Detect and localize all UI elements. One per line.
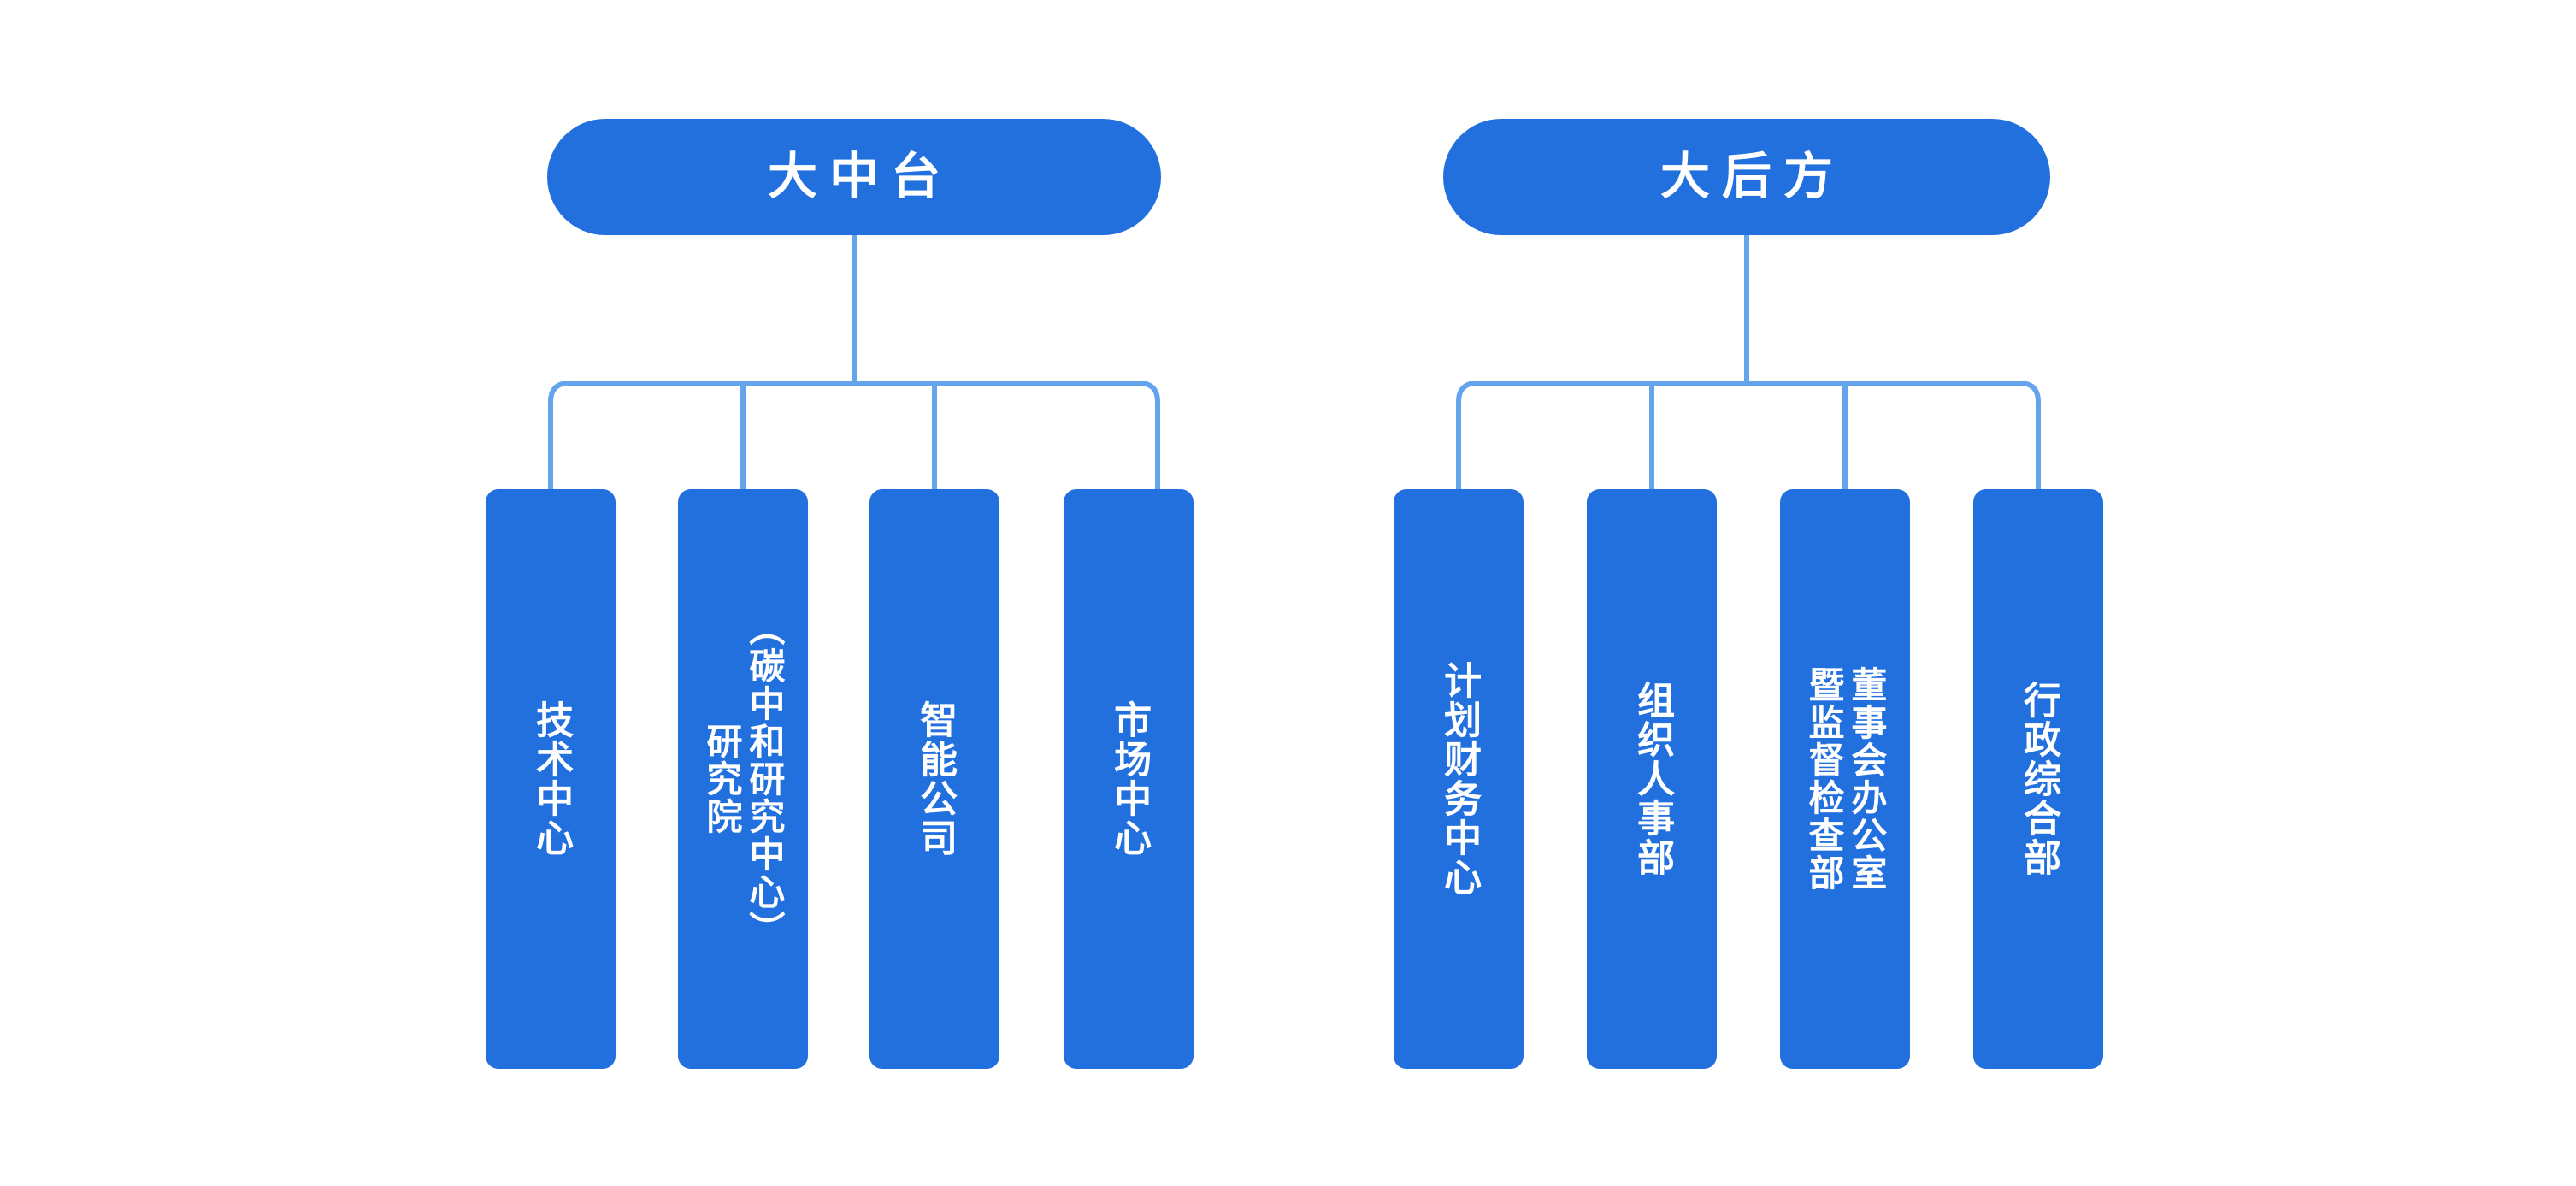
org-group-right: 大后方 计划财务中心 组织人事部 董事会办公室 暨监督检查部 行政综合部 [1291, 0, 2576, 1186]
child-node-technology-center[interactable]: 技术中心 [486, 489, 616, 1069]
child-node-administration-general-department[interactable]: 行政综合部 [1973, 489, 2103, 1069]
root-node-label: 大中台 [767, 149, 952, 204]
child-node-supervision-inspection-board-office[interactable]: 董事会办公室 暨监督检查部 [1780, 489, 1910, 1069]
child-node-label: 技术中心 [530, 700, 573, 858]
child-node-label: 行政综合部 [2018, 681, 2060, 877]
child-node-label: 智能公司 [914, 700, 957, 858]
root-node-da-hou-fang[interactable]: 大后方 [1443, 119, 2050, 235]
child-node-label-column-2: 暨监督检查部 [1804, 666, 1844, 892]
child-node-research-institute[interactable]: （碳中和研究中心） 研究院 [678, 489, 808, 1069]
child-node-label-column-1: 董事会办公室 [1846, 666, 1887, 892]
child-node-label: 组织人事部 [1631, 681, 1674, 877]
child-node-market-center[interactable]: 市场中心 [1064, 489, 1194, 1069]
child-node-organization-personnel-department[interactable]: 组织人事部 [1587, 489, 1717, 1069]
child-node-label: 计划财务中心 [1438, 661, 1481, 897]
child-node-planning-finance-center[interactable]: 计划财务中心 [1394, 489, 1524, 1069]
child-node-label-column-2: 研究院 [702, 723, 742, 835]
child-node-label: 市场中心 [1108, 700, 1151, 858]
root-node-label: 大后方 [1659, 149, 1845, 204]
org-group-left: 大中台 技术中心 （碳中和研究中心） 研究院 智能公司 市场中心 [486, 119, 1194, 1069]
root-node-da-zhong-tai[interactable]: 大中台 [547, 119, 1161, 235]
child-node-label-column-1: （碳中和研究中心） [744, 610, 785, 948]
child-node-intelligence-company[interactable]: 智能公司 [869, 489, 999, 1069]
